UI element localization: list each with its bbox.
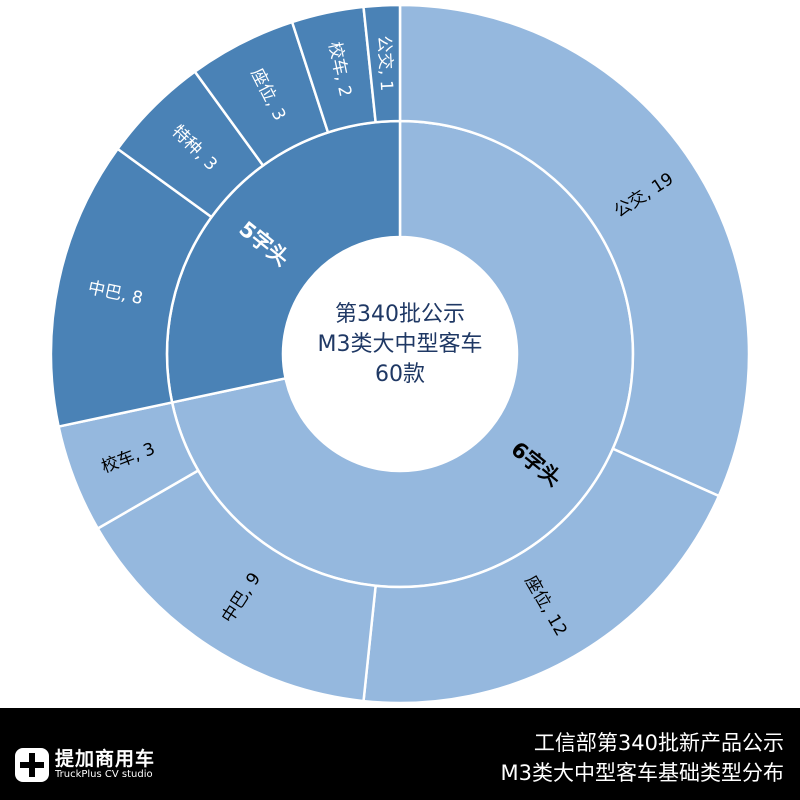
footer-title: 工信部第340批新产品公示 M3类大中型客车基础类型分布 [501, 728, 784, 788]
center-label: 第340批公示 M3类大中型客车 60款 [270, 300, 530, 390]
logo-cn: 提加商用车 [55, 748, 156, 770]
center-label-line2: M3类大中型客车 [317, 332, 483, 357]
footer: 提加商用车 TruckPlus CV studio 工信部第340批新产品公示 … [0, 708, 800, 800]
center-label-line3: 60款 [375, 362, 425, 387]
logo-en: TruckPlus CV studio [55, 769, 153, 780]
outer-slice-6字头-公交 [398, 3, 751, 498]
footer-title-line1: 工信部第340批新产品公示 [533, 731, 784, 755]
outer-slice-6字头-座位 [362, 447, 721, 705]
footer-title-line2: M3类大中型客车基础类型分布 [500, 761, 784, 785]
center-label-line1: 第340批公示 [335, 302, 465, 327]
outer-label-5字头-公交: 公交, 1 [373, 35, 396, 92]
logo-icon [15, 748, 49, 782]
logo: 提加商用车 TruckPlus CV studio [15, 748, 155, 782]
outer-slice-5字头-公交 [362, 3, 402, 124]
